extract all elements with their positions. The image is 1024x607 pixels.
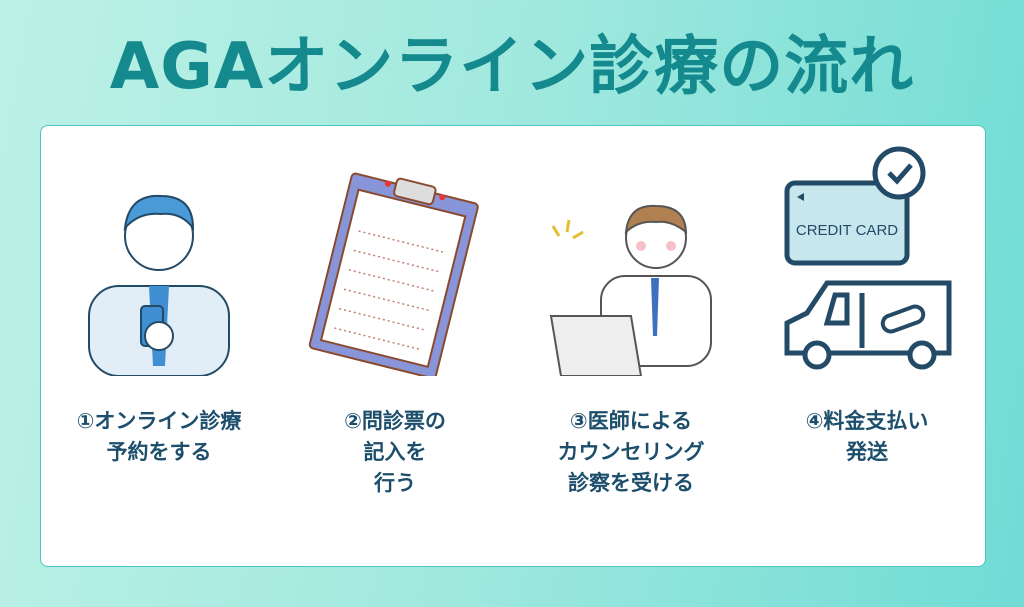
step-3-label: ③医師による カウンセリング 診察を受ける [513, 406, 749, 499]
label-line: 発送 [846, 440, 888, 464]
doctor-with-laptop-icon [549, 204, 712, 376]
label-line: 予約をする [106, 440, 212, 464]
credit-card-and-van-icon: CREDIT CARD [784, 146, 952, 370]
clipboard-icon [308, 172, 479, 376]
label-line: ③医師による [569, 409, 693, 433]
step-2-label: ②問診票の 記入を 行う [277, 406, 513, 499]
man-with-smartphone-icon [88, 194, 230, 376]
step-1: ①オンライン診療 予約をする [41, 126, 277, 566]
card-text: CREDIT CARD [796, 222, 898, 239]
label-line: 診察を受ける [568, 471, 694, 495]
step-3: ③医師による カウンセリング 診察を受ける [513, 126, 749, 566]
page-title: AGAオンライン診療の流れ [109, 30, 915, 104]
label-line: ②問診票の [344, 409, 446, 433]
flow-card: ①オンライン診療 予約をする ②問診票の 記入を 行う [40, 125, 986, 567]
label-line: ①オンライン診療 [76, 409, 242, 433]
label-line: 記入を [363, 440, 427, 464]
step-4: CREDIT CARD ④料金支払い 発送 [749, 126, 985, 566]
step-4-label: ④料金支払い 発送 [749, 406, 985, 468]
label-line: カウンセリング [557, 440, 705, 464]
step-1-label: ①オンライン診療 予約をする [41, 406, 277, 468]
step-2: ②問診票の 記入を 行う [277, 126, 513, 566]
label-line: 行う [374, 471, 416, 495]
label-line: ④料金支払い [805, 409, 929, 433]
